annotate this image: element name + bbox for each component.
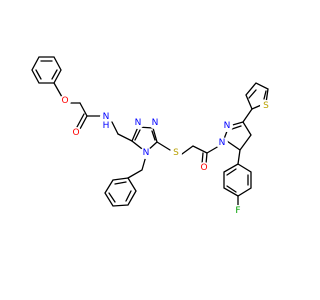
atom-o-ether: O (61, 96, 68, 106)
atom-n-triazole-2: N (152, 118, 159, 128)
pyrazoline-double (231, 125, 242, 130)
atom-o-ketone: O (200, 163, 207, 173)
atom-n-pyrazoline-2: N (224, 121, 231, 131)
bond-n4-ethyl (127, 155, 147, 179)
atom-labels: O O N H N N N S O N N S F (59, 95, 272, 217)
atom-n-pyrazoline-1: N (219, 138, 226, 148)
atom-n-amide: N (103, 112, 110, 122)
atom-s-thiophene: S (263, 101, 269, 111)
bond-skeleton (31, 56, 269, 208)
bond-amide-co (76, 113, 88, 130)
bond-c3-thiophene (242, 108, 253, 123)
thiophene-double-2 (248, 89, 257, 99)
bond-ketone-co (201, 152, 208, 165)
bond-ring-oether (53, 82, 63, 98)
phenethyl-ring (104, 177, 137, 207)
fluorophenyl-ring (223, 163, 252, 197)
bond-namide-ch2 (111, 121, 119, 135)
fluorophenyl-ring-inner (226, 168, 249, 193)
phenoxy-ring-inner (35, 60, 58, 80)
bond-ch2-triazole (117, 133, 133, 142)
triazole-double-1 (134, 129, 141, 141)
molecule-structure: O O N H N N N S O N N S F (31, 56, 272, 217)
bond-ch2-carbonyl (79, 102, 88, 117)
atom-o-amide: O (72, 128, 79, 138)
bond-c5-fluorophenyl (237, 149, 241, 165)
triazole-double-2 (151, 130, 156, 141)
atom-f-fluoro: F (235, 206, 240, 216)
atom-s-thioether: S (173, 148, 179, 158)
atom-h-amide: H (103, 121, 110, 131)
phenethyl-ring-inner (108, 181, 132, 203)
atom-n-triazole-1: N (135, 118, 142, 128)
bond-s-ch2 (181, 145, 208, 155)
thiophene-double-1 (263, 90, 267, 100)
bond-c5-s (156, 141, 171, 151)
atom-n-triazole-4: N (143, 148, 150, 158)
bond-co-npyraz (206, 145, 220, 154)
